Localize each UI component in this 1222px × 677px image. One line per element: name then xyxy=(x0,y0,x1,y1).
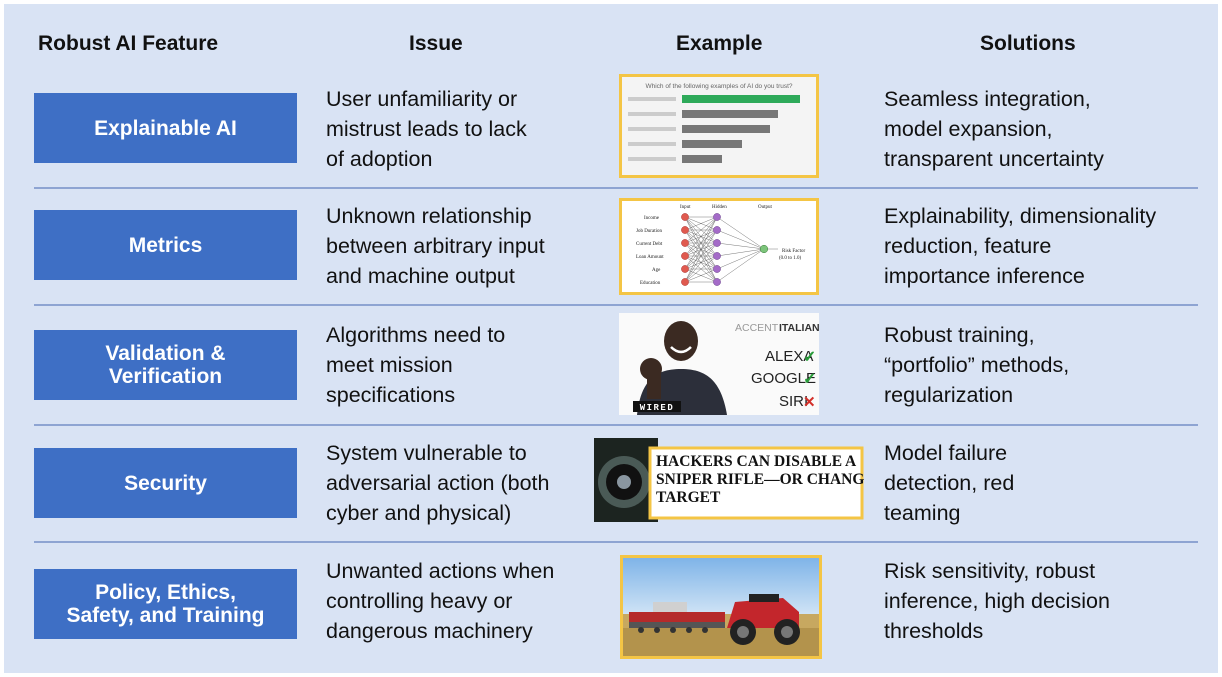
row-divider xyxy=(34,424,1198,426)
nn-output-label: Risk Factor xyxy=(782,249,806,254)
row-divider xyxy=(34,541,1198,543)
feature-label: Policy, Ethics, Safety, and Training xyxy=(66,581,265,627)
example-neural-network: Input Hidden Output Income Job Duration … xyxy=(619,198,819,295)
feature-label: Validation & Verification xyxy=(105,342,226,388)
survey-bar xyxy=(682,125,770,133)
feature-box-security: Security xyxy=(34,448,297,518)
row-divider xyxy=(34,187,1198,189)
issue-text: Algorithms need to meet mission specific… xyxy=(326,323,506,407)
svg-text:✕: ✕ xyxy=(803,394,816,411)
header-issue: Issue xyxy=(409,32,463,55)
svg-text:ALEXA: ALEXA xyxy=(765,348,813,365)
nn-layer-label: Input xyxy=(680,205,691,210)
svg-text:ITALIAN: ITALIAN xyxy=(779,322,819,334)
feature-box-validation-verification: Validation & Verification xyxy=(34,330,297,400)
survey-bar xyxy=(682,140,742,148)
survey-bar xyxy=(682,155,722,163)
nn-output-range: (0.0 to 1.0) xyxy=(779,256,802,261)
feature-box-policy-ethics: Policy, Ethics, Safety, and Training xyxy=(34,569,297,639)
feature-box-explainable-ai: Explainable AI xyxy=(34,93,297,163)
svg-text:SIRI: SIRI xyxy=(779,393,808,410)
example-survey-chart: Which of the following examples of AI do… xyxy=(619,74,819,178)
nn-input-label: Income xyxy=(644,216,660,221)
nn-input-label: Loan Amount xyxy=(636,255,664,260)
nn-input-label: Age xyxy=(652,268,661,273)
svg-text:GOOGLE: GOOGLE xyxy=(751,370,816,387)
nn-input-label: Current Debt xyxy=(636,242,663,247)
example-voice-assistant: WIRED ACCENT ITALIAN ALEXA ✓ GOOGLE ✓ SI… xyxy=(619,313,819,415)
header-example: Example xyxy=(676,32,763,55)
issue-text: System vulnerable to adversarial action … xyxy=(326,441,550,525)
issue-text: Unwanted actions when controlling heavy … xyxy=(326,559,555,643)
row-divider xyxy=(34,304,1198,306)
header-feature: Robust AI Feature xyxy=(38,32,219,55)
slide-panel: Robust AI Feature Issue Example Solution… xyxy=(4,4,1218,673)
survey-title: Which of the following examples of AI do… xyxy=(645,83,792,90)
survey-bar xyxy=(682,95,800,103)
solution-text: Explainability, dimensionality reduction… xyxy=(884,204,1157,288)
svg-text:✓: ✓ xyxy=(803,371,816,388)
nn-layer-label: Output xyxy=(758,205,773,210)
rifle-headline: HACKERS CAN DISABLE A SNIPER RIFLE—OR CH… xyxy=(656,453,864,506)
feature-box-metrics: Metrics xyxy=(34,210,297,280)
issue-text: User unfamiliarity or mistrust leads to … xyxy=(326,87,527,171)
solution-text: Risk sensitivity, robust inference, high… xyxy=(884,559,1110,643)
svg-text:ACCENT: ACCENT xyxy=(735,322,779,334)
nn-input-label: Education xyxy=(640,281,661,286)
solution-text: Model failure detection, red teaming xyxy=(884,441,1015,525)
example-autonomous-tractor xyxy=(620,555,822,659)
header-solutions: Solutions xyxy=(980,32,1076,55)
solution-text: Robust training, “portfolio” methods, re… xyxy=(884,323,1070,407)
wired-logo xyxy=(633,401,681,412)
svg-text:WIRED: WIRED xyxy=(640,403,675,413)
nn-input-label: Job Duration xyxy=(636,229,662,234)
issue-text: Unknown relationship between arbitrary i… xyxy=(326,204,545,288)
survey-bar xyxy=(682,110,778,118)
nn-layer-label: Hidden xyxy=(712,205,727,210)
svg-text:✓: ✓ xyxy=(803,349,816,366)
solution-text: Seamless integration, model expansion, t… xyxy=(884,87,1104,171)
example-rifle-headline: HACKERS CAN DISABLE A SNIPER RIFLE—OR CH… xyxy=(594,438,864,522)
